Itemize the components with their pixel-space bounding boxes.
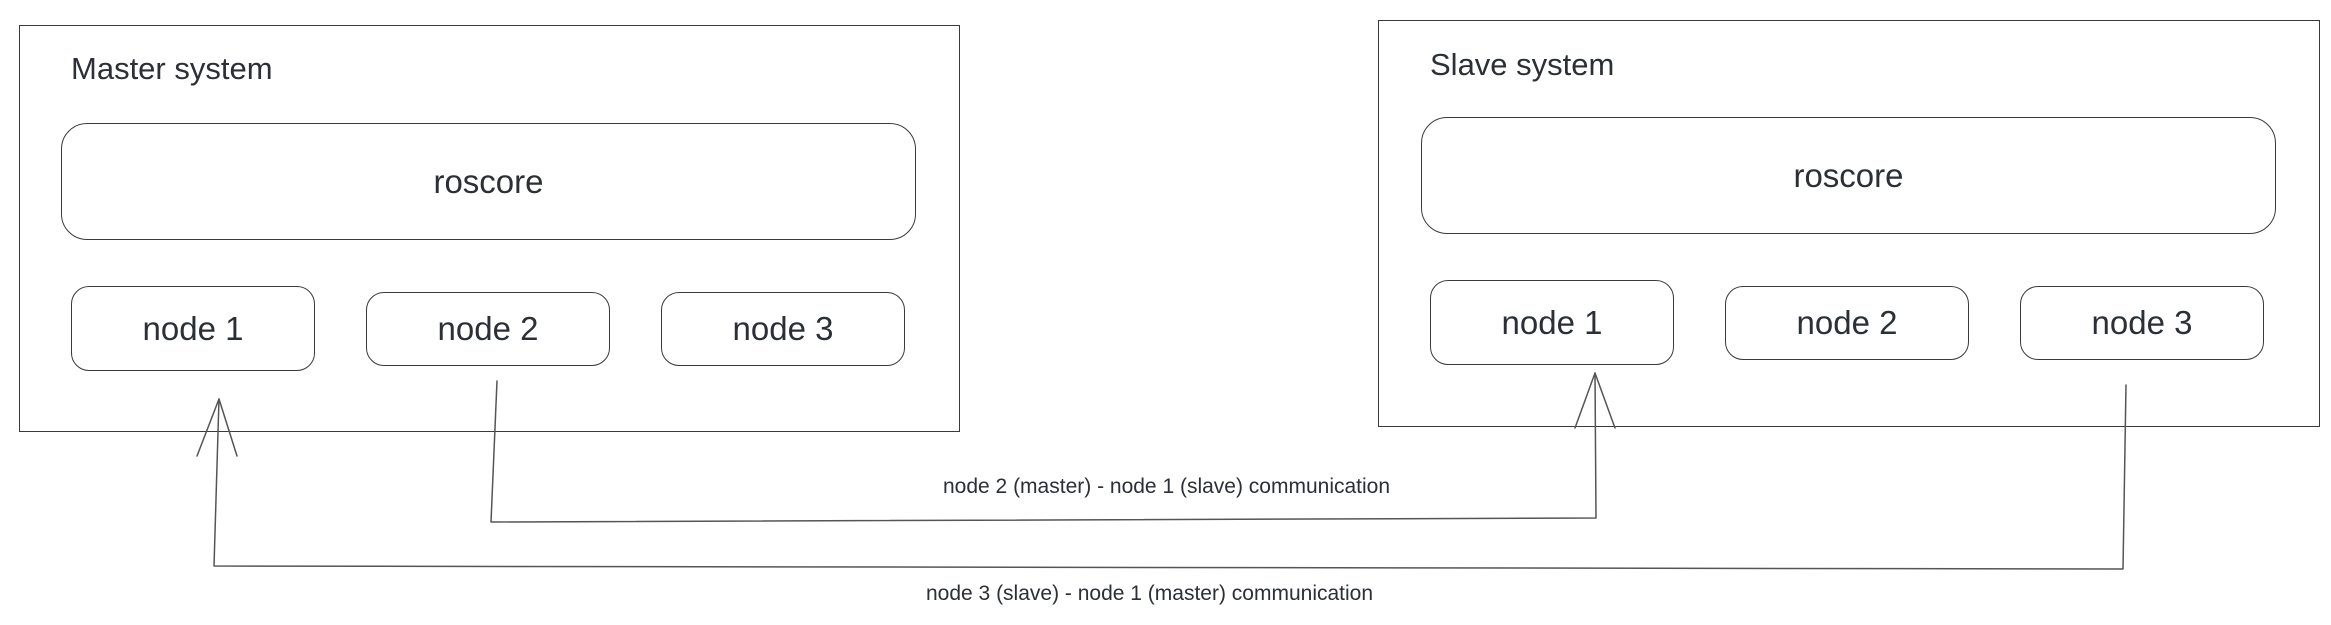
slave-system-title: Slave system — [1430, 47, 1615, 82]
arrowhead-master-node1 — [196, 398, 238, 457]
master-roscore-box: roscore — [61, 123, 916, 240]
master-node-2-box: node 2 — [366, 292, 610, 366]
slave-node-2-box: node 2 — [1725, 286, 1969, 360]
link-label-node3-node1: node 3 (slave) - node 1 (master) communi… — [926, 582, 1374, 605]
link-master-node2-to-slave-node1 — [490, 372, 1597, 523]
link-label-node2-node1: node 2 (master) - node 1 (slave) communi… — [943, 475, 1391, 498]
master-node-3-box: node 3 — [661, 292, 905, 366]
master-system-title: Master system — [71, 51, 273, 86]
slave-node-1-box: node 1 — [1430, 280, 1674, 365]
arrowhead-slave-node1 — [1574, 372, 1616, 429]
slave-node-3-box: node 3 — [2020, 286, 2264, 360]
master-node-1-box: node 1 — [71, 286, 315, 371]
link-slave-node3-to-master-node1 — [213, 384, 2127, 570]
slave-roscore-box: roscore — [1421, 117, 2276, 234]
